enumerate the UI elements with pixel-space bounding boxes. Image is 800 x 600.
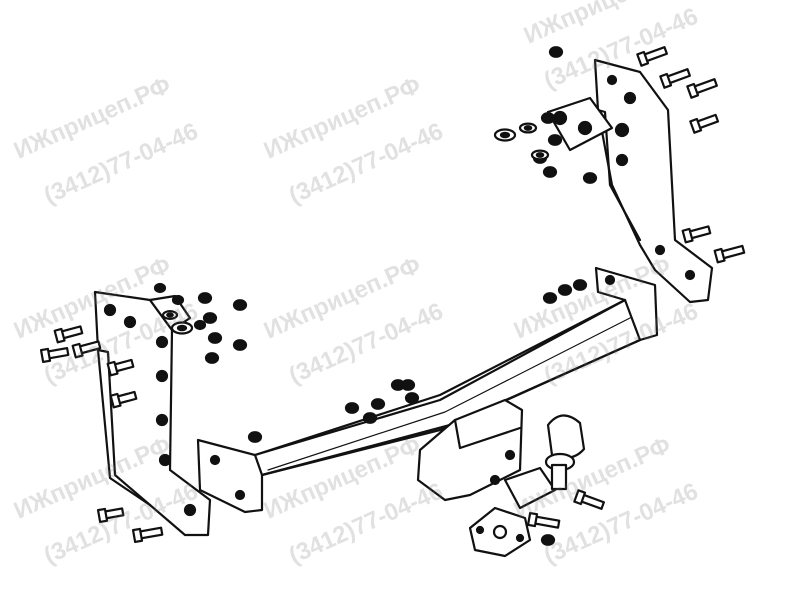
bolt [53, 325, 84, 344]
bolt [681, 225, 712, 244]
bolt [106, 358, 135, 377]
bolt [109, 390, 138, 409]
nut [202, 312, 218, 324]
nut [197, 292, 213, 304]
nut [557, 284, 573, 296]
bolts [39, 46, 746, 544]
nut [542, 166, 558, 178]
bolt [686, 78, 718, 99]
nuts [153, 46, 598, 546]
nut [247, 431, 263, 443]
nut [572, 279, 588, 291]
washer [170, 321, 194, 335]
nut [232, 299, 248, 311]
bolt [526, 511, 561, 529]
nut [370, 398, 386, 410]
bolt [71, 340, 102, 359]
nut [153, 282, 167, 294]
nut [207, 332, 223, 344]
nut [540, 534, 556, 546]
bolt [659, 68, 691, 89]
bolt [689, 113, 720, 134]
nut [404, 392, 420, 404]
nut [344, 402, 360, 414]
socket-plate [468, 506, 532, 558]
nut [362, 412, 378, 424]
bolt [573, 489, 605, 510]
nut [193, 319, 207, 331]
nut [582, 172, 598, 184]
bolt [39, 346, 70, 364]
nut [400, 379, 416, 391]
bolt [636, 46, 668, 67]
washer [493, 128, 517, 142]
washer [161, 310, 179, 320]
right-bracket [546, 58, 714, 304]
nut [171, 294, 185, 306]
crossbar [196, 266, 659, 514]
nut [204, 352, 220, 364]
bolt [96, 507, 125, 524]
washer [530, 149, 550, 161]
nut [548, 46, 564, 58]
ball-mount [416, 398, 557, 510]
washer [518, 122, 538, 134]
tow-ball [544, 414, 586, 491]
nut [547, 134, 563, 146]
bolt [713, 244, 746, 264]
nut [542, 292, 558, 304]
nut [232, 339, 248, 351]
nut [540, 112, 556, 124]
bolt [131, 526, 164, 544]
